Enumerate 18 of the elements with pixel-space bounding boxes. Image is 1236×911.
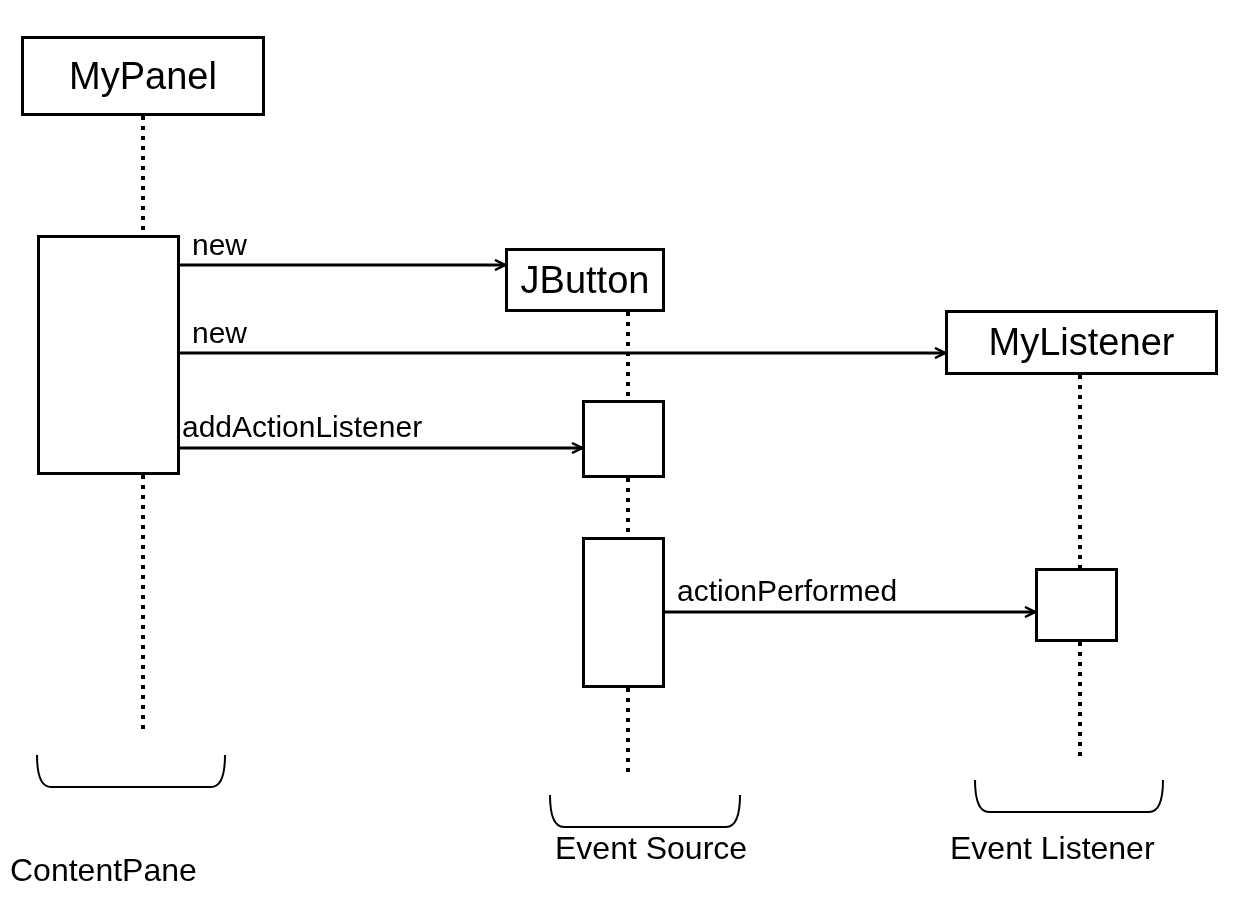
activation-bar bbox=[582, 400, 665, 478]
object-name: JButton bbox=[520, 258, 650, 302]
lifeline bbox=[1078, 375, 1082, 568]
object-box bbox=[945, 310, 1218, 375]
object-name: MyListener bbox=[988, 321, 1175, 364]
arrow bbox=[180, 441, 584, 455]
activation-bar bbox=[37, 235, 180, 475]
object-box bbox=[21, 36, 265, 116]
arrow bbox=[665, 605, 1037, 619]
object-box bbox=[505, 248, 665, 312]
arrow bbox=[180, 258, 507, 272]
arrow bbox=[180, 346, 947, 360]
activation-bar bbox=[582, 537, 665, 688]
group-label: Event Listener bbox=[950, 830, 1155, 867]
group-label: Event Source bbox=[555, 830, 748, 867]
object-name: MyPanel bbox=[69, 54, 217, 98]
activation-bar bbox=[1035, 568, 1118, 642]
group-label: ContentPane bbox=[10, 852, 197, 889]
